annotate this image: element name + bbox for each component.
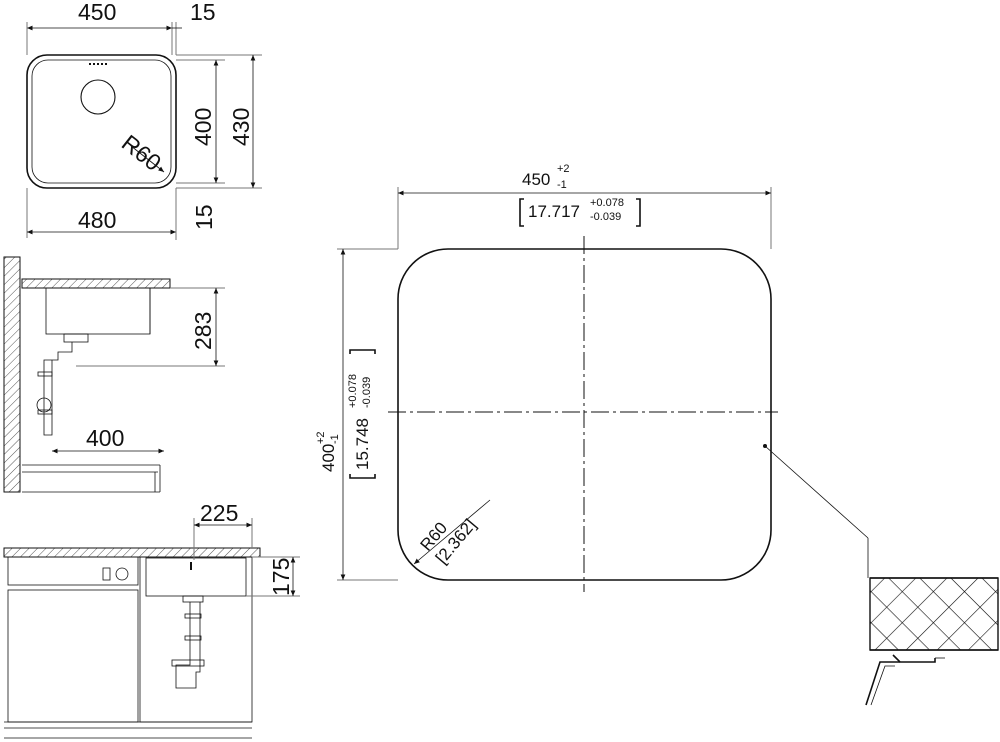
cutout-width-inch: 17.717 +0.078 -0.039 (519, 197, 641, 227)
cutout-width-mm: 450 +2 -1 (522, 163, 570, 191)
side-view: 283 400 (3, 256, 225, 493)
top-wall-label: 15 (190, 0, 216, 25)
wall-hatch (3, 256, 21, 493)
drain-hole (80, 79, 116, 115)
countertop-section (869, 577, 999, 651)
front-trap (175, 602, 201, 689)
svg-text:-1: -1 (329, 434, 341, 444)
svg-text:-0.039: -0.039 (361, 377, 373, 408)
mounting-detail (865, 577, 999, 706)
bottom-wall-label: 15 (191, 204, 217, 230)
side-depth-label: 283 (190, 312, 216, 350)
svg-text:15.748: 15.748 (353, 418, 372, 470)
dishwasher-button (102, 567, 111, 581)
drain-fitting (63, 333, 89, 343)
cutout-template: 450 +2 -1 17.717 +0.078 -0.039 400 +2 -1… (315, 163, 869, 592)
top-view: 450 15 400 430 R60 480 15 (26, 0, 262, 240)
sink-wall-section (865, 661, 900, 706)
dishwasher-panel (7, 556, 139, 586)
front-view: 225 175 (3, 500, 300, 739)
front-height-label: 175 (268, 558, 294, 596)
svg-text:450: 450 (522, 170, 550, 189)
dishwasher-knob (115, 567, 129, 581)
svg-text:+0.078: +0.078 (347, 374, 359, 408)
top-width-inner-label: 450 (78, 0, 116, 25)
side-width-label: 400 (86, 425, 124, 451)
cutout-radius-leader (413, 499, 491, 565)
svg-text:+2: +2 (315, 431, 327, 444)
svg-text:+0.078: +0.078 (590, 197, 624, 209)
cabinet (139, 556, 253, 723)
front-drain (182, 595, 204, 603)
top-height-inner-label: 400 (190, 108, 216, 146)
svg-text:400: 400 (319, 444, 338, 472)
sink-rim-section (892, 654, 936, 663)
sink-inner-outline (31, 59, 172, 184)
svg-text:17.717: 17.717 (528, 202, 580, 221)
sink-basin (45, 287, 151, 335)
front-offset-label: 225 (200, 500, 238, 526)
svg-text:-0.039: -0.039 (590, 211, 621, 223)
front-basin (145, 557, 247, 597)
top-height-outer-label: 430 (228, 108, 254, 146)
front-countertop (3, 547, 261, 558)
detail-leader (764, 445, 869, 539)
dishwasher-door (7, 589, 139, 723)
top-radius-label: R60 (117, 129, 166, 175)
countertop (21, 278, 171, 289)
radius-leader (130, 145, 165, 173)
cutout-height-mm: 400 +2 -1 (315, 431, 341, 472)
svg-text:+2: +2 (557, 163, 570, 175)
svg-text:-1: -1 (557, 179, 567, 191)
trap-pipe (43, 342, 73, 436)
sink-outer-outline (26, 54, 177, 189)
top-width-outer-label: 480 (78, 207, 116, 233)
cutout-height-inch: 15.748 +0.078 -0.039 (347, 349, 376, 479)
